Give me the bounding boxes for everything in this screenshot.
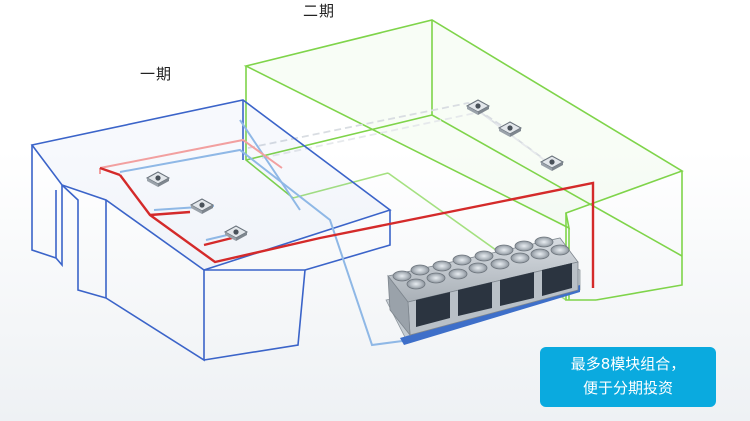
indoor-unit-icon [465, 99, 491, 115]
phase-one-building [30, 99, 392, 362]
indoor-units [145, 99, 565, 241]
outdoor-unit-fans [392, 236, 570, 290]
phase-one-label: 一期 [140, 65, 173, 83]
outdoor-unit-bank [385, 236, 581, 345]
phase-two-label: 二期 [303, 2, 336, 20]
indoor-unit-icon [539, 155, 565, 171]
main-refrigerant-line [99, 166, 595, 288]
indoor-unit-icon [189, 198, 215, 214]
callout-line-1: 最多8模块组合， [570, 355, 686, 373]
callout-box: 最多8模块组合， 便于分期投资 [540, 347, 716, 407]
callout-line-2: 便于分期投资 [582, 379, 673, 397]
indoor-unit-icon [223, 225, 249, 241]
indoor-unit-icon [145, 171, 171, 187]
outdoor-unit-module-icon [416, 263, 572, 327]
indoor-unit-icon [497, 121, 523, 137]
